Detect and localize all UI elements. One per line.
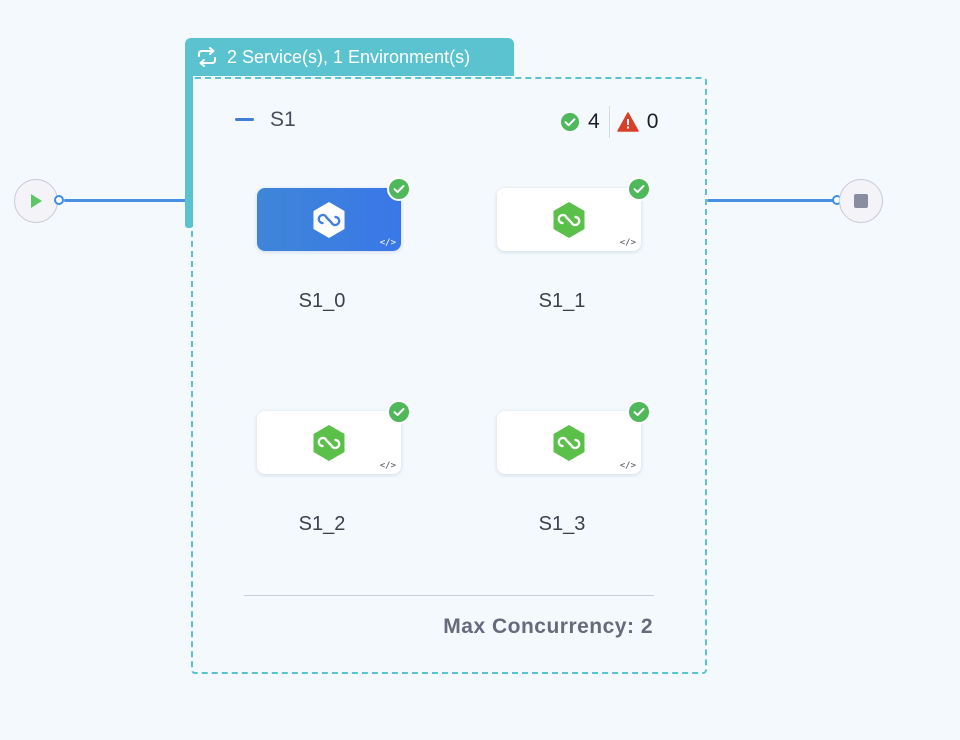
- step-success-badge: [627, 400, 651, 424]
- code-icon: </>: [379, 238, 396, 248]
- warning-icon: [616, 112, 639, 132]
- check-icon: [633, 408, 645, 416]
- code-icon: </>: [619, 461, 636, 471]
- step-success-badge: [627, 177, 651, 201]
- stage-status-counts: 4 0: [560, 106, 659, 138]
- group-header-tab[interactable]: 2 Service(s), 1 Environment(s): [185, 38, 514, 76]
- count-divider: [608, 106, 610, 138]
- end-connector: [707, 199, 835, 202]
- check-icon: [393, 408, 405, 416]
- stage-name: S1: [270, 108, 296, 131]
- step-card-s1-3[interactable]: </>: [497, 411, 641, 474]
- service-hexagon-icon: [553, 201, 585, 238]
- collapse-icon[interactable]: [235, 118, 254, 121]
- service-hexagon-icon: [313, 424, 345, 461]
- step-label: S1_0: [298, 290, 346, 312]
- service-hexagon-icon: [553, 424, 585, 461]
- max-concurrency-label: Max Concurrency: 2: [443, 615, 653, 638]
- step-card-s1-1[interactable]: </>: [497, 188, 641, 251]
- stop-icon: [854, 194, 868, 208]
- start-port[interactable]: [54, 195, 64, 205]
- step-label: S1_1: [538, 290, 586, 312]
- step-success-badge: [387, 400, 411, 424]
- step-card-s1-0[interactable]: </>: [257, 188, 401, 251]
- success-count: 4: [588, 110, 600, 133]
- check-icon: [393, 185, 405, 193]
- step-label: S1_3: [538, 513, 586, 535]
- group-header-label: 2 Service(s), 1 Environment(s): [227, 46, 471, 67]
- group-tab-stem: [185, 70, 193, 228]
- pipeline-end-node[interactable]: [839, 179, 883, 223]
- step-label: S1_2: [298, 513, 346, 535]
- code-icon: </>: [619, 238, 636, 248]
- check-icon: [633, 185, 645, 193]
- matrix-group-container: [191, 77, 707, 674]
- start-connector: [64, 199, 188, 202]
- pipeline-start-node[interactable]: [14, 179, 58, 223]
- play-icon: [31, 194, 42, 208]
- service-hexagon-icon: [313, 201, 345, 238]
- loop-arrows-icon: [198, 47, 216, 67]
- step-card-s1-2[interactable]: </>: [257, 411, 401, 474]
- footer-divider: [244, 595, 654, 596]
- success-check-icon: [561, 113, 579, 131]
- warning-count: 0: [646, 110, 659, 133]
- code-icon: </>: [379, 461, 396, 471]
- step-success-badge: [387, 177, 411, 201]
